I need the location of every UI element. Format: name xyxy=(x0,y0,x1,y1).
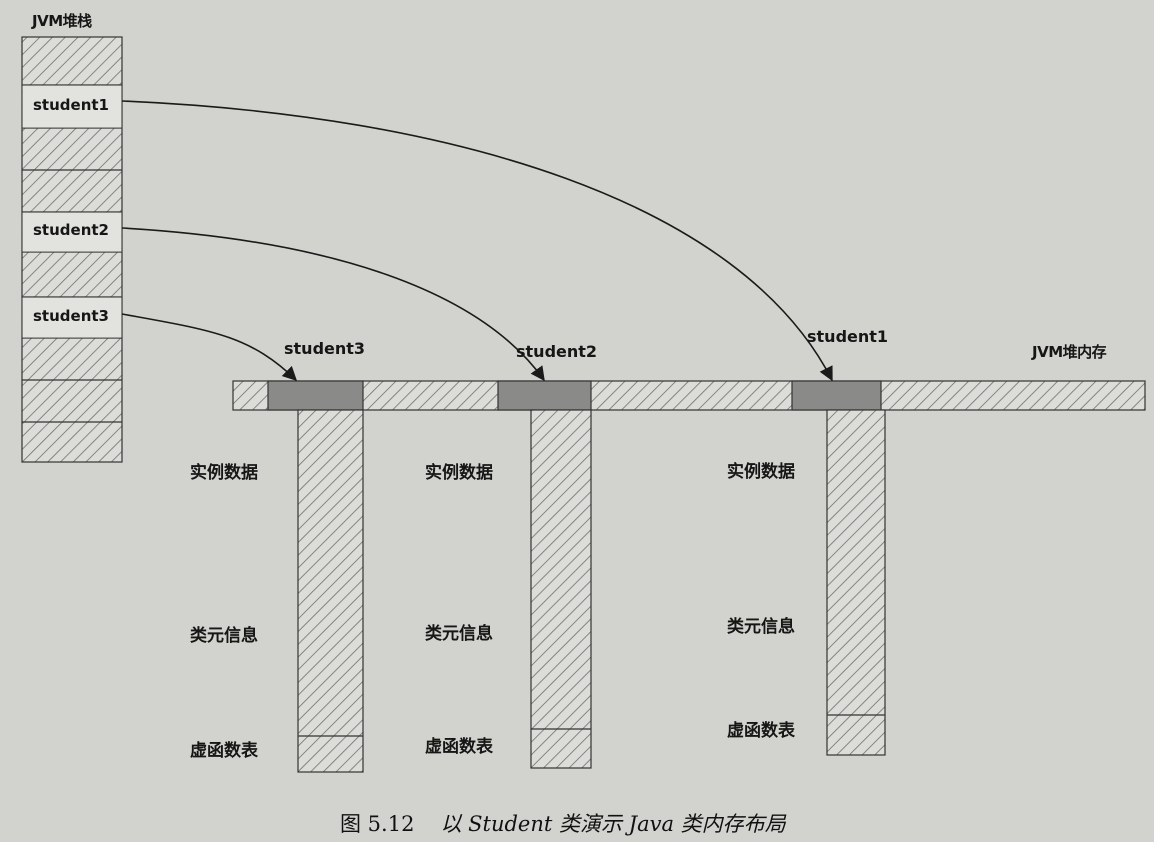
object-header-student2 xyxy=(497,380,592,411)
stack-ref-student1: student1 xyxy=(33,96,109,114)
arrow-student1 xyxy=(121,100,833,382)
stack-title: JVM堆栈 xyxy=(32,12,92,30)
object-header-student1 xyxy=(791,380,882,411)
section-label-class-metadata: 类元信息 xyxy=(727,617,795,637)
arrow-student2 xyxy=(121,227,545,382)
caption-text: 以 Student 类演示 Java 类内存布局 xyxy=(440,812,786,836)
stack-ref-student2: student2 xyxy=(33,221,109,239)
heap-bar xyxy=(232,380,1146,411)
stack-slot-student2 xyxy=(22,212,122,252)
section-label-instance-data: 实例数据 xyxy=(727,462,795,482)
jvm-heap xyxy=(232,380,1146,773)
object-body-student1 xyxy=(826,409,886,756)
stack-ref-student3: student3 xyxy=(33,307,109,325)
arrow-student3 xyxy=(121,313,298,382)
jvm-stack xyxy=(21,36,123,463)
figure-caption: 图 5.12 以 Student 类演示 Java 类内存布局 xyxy=(340,808,812,838)
caption-number: 图 5.12 xyxy=(340,812,415,836)
reference-arrows xyxy=(121,100,833,382)
section-label-vtable: 虚函数表 xyxy=(425,737,493,757)
object-body-student2 xyxy=(530,409,592,769)
heap-object-label-student1: student1 xyxy=(807,327,889,346)
section-label-class-metadata: 类元信息 xyxy=(425,624,493,644)
section-label-vtable: 虚函数表 xyxy=(727,721,795,741)
heap-title: JVM堆内存 xyxy=(1032,343,1107,361)
heap-object-label-student3: student3 xyxy=(284,339,366,358)
heap-object-label-student2: student2 xyxy=(516,342,598,361)
object-body-student3 xyxy=(297,409,364,773)
object-header-student3 xyxy=(267,380,364,411)
section-label-instance-data: 实例数据 xyxy=(190,463,258,483)
section-label-vtable: 虚函数表 xyxy=(190,741,258,761)
section-label-class-metadata: 类元信息 xyxy=(190,626,258,646)
stack-slot-student3 xyxy=(22,297,122,338)
stack-slot-student1 xyxy=(22,85,122,128)
section-label-instance-data: 实例数据 xyxy=(425,463,493,483)
